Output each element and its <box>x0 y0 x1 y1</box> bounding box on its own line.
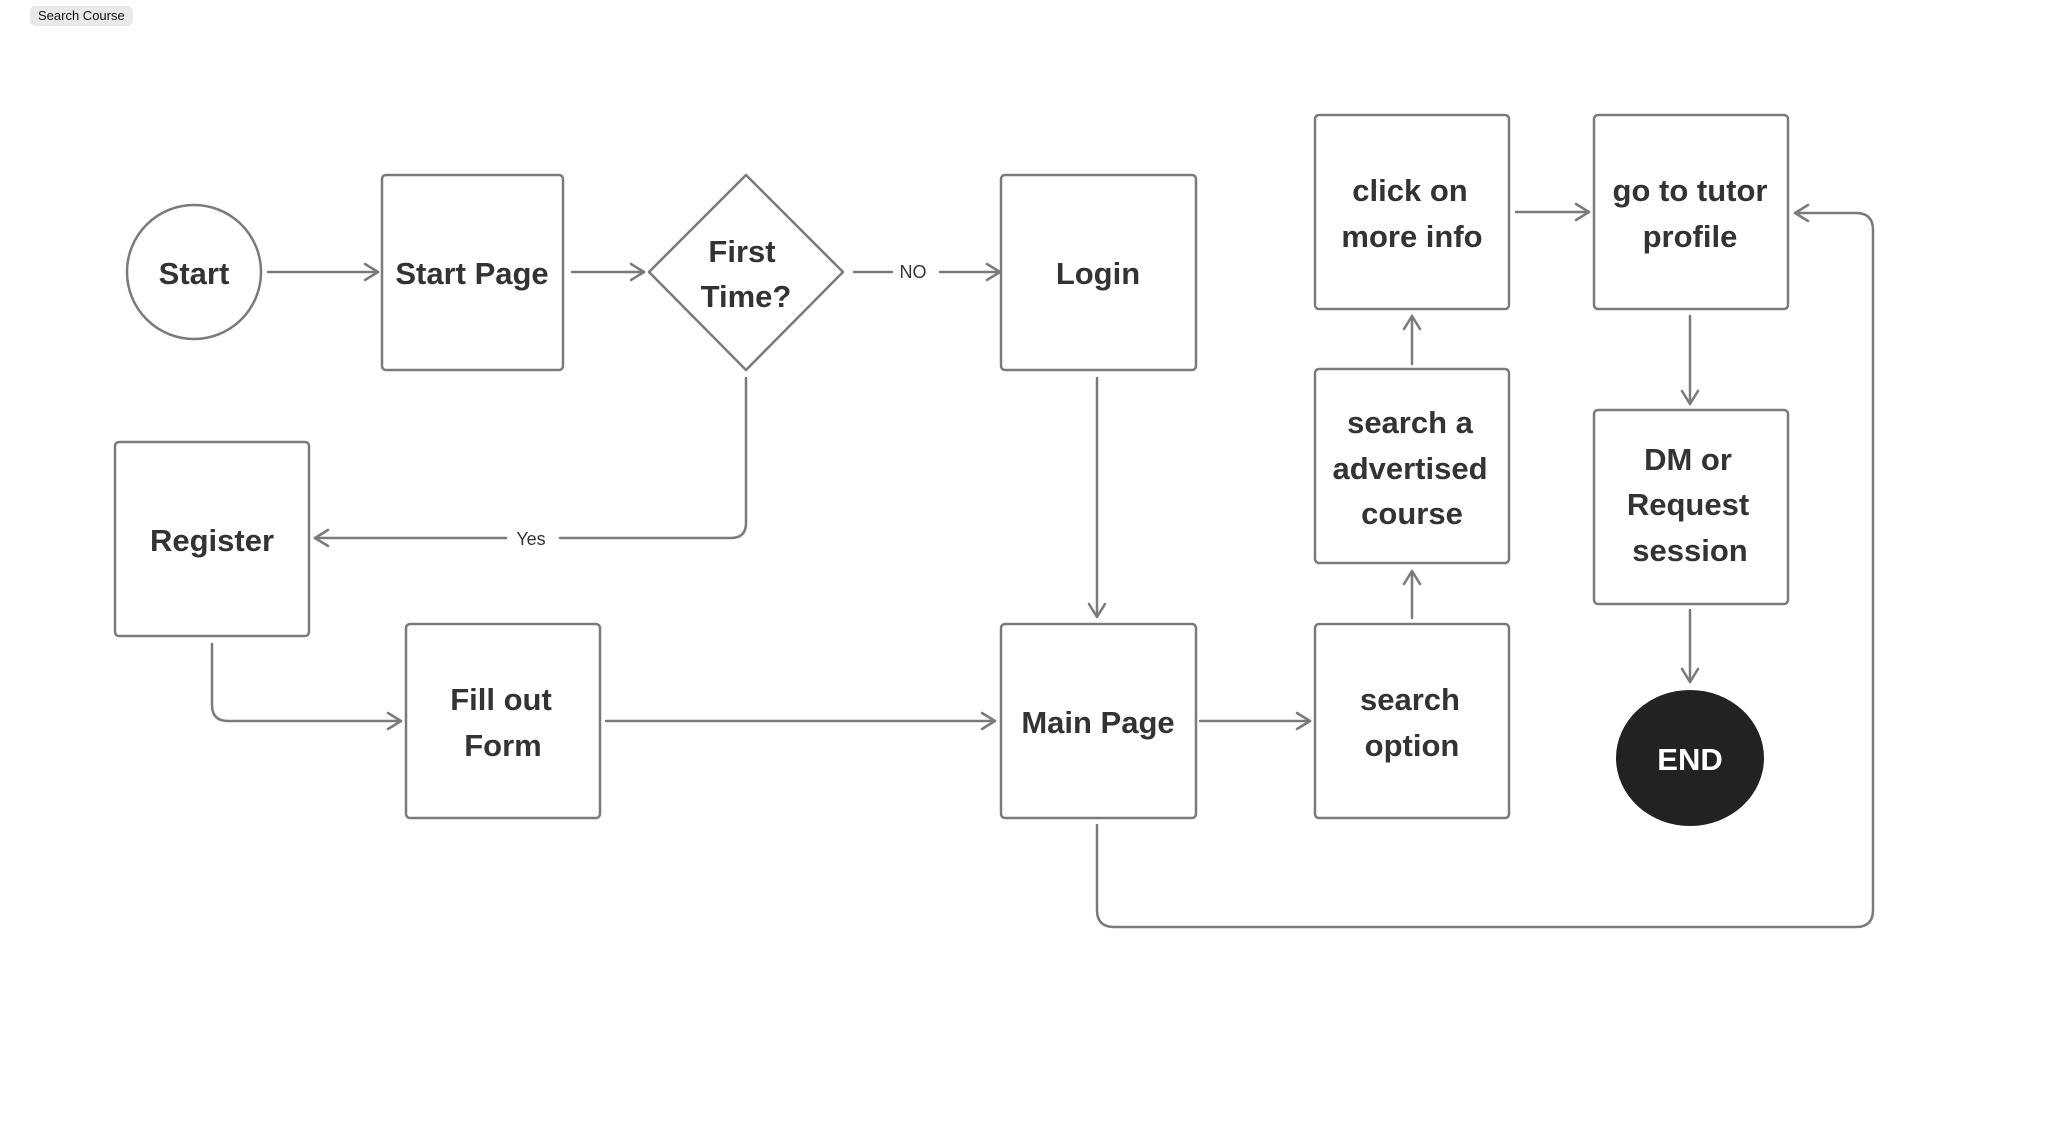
edge-label-yes: Yes <box>516 529 545 549</box>
node-register-label: Register <box>150 523 274 558</box>
node-start-label: Start <box>159 256 230 291</box>
node-login[interactable]: Login <box>999 173 1198 372</box>
node-main-page-label: Main Page <box>1021 705 1174 740</box>
register-box <box>113 440 311 638</box>
node-search-course-label-3: course <box>1361 496 1463 531</box>
node-tutor-profile-label-1: go to tutor <box>1613 173 1768 208</box>
node-search-course-label-2: advertised <box>1332 451 1487 486</box>
node-dm-request[interactable]: DM or Request session <box>1592 408 1790 606</box>
node-search-option-label-1: search <box>1360 682 1460 717</box>
search-course-box <box>1313 367 1511 565</box>
edge-label-no: NO <box>900 262 927 282</box>
dm-request-box <box>1592 408 1790 606</box>
node-more-info-label-1: click on <box>1352 173 1467 208</box>
node-register[interactable]: Register <box>113 440 311 638</box>
node-first-time[interactable]: First Time? <box>647 173 845 372</box>
fill-form-box <box>404 622 602 820</box>
start-circle <box>125 203 263 341</box>
node-search-option[interactable]: search option <box>1313 622 1511 820</box>
node-fill-form-label-1: Fill out <box>450 682 552 717</box>
node-tutor-profile-label-2: profile <box>1643 219 1738 254</box>
node-dm-request-label-2: Request <box>1627 487 1749 522</box>
edge-main-page-to-tutor-profile <box>1095 203 1875 929</box>
node-start[interactable]: Start <box>125 203 263 341</box>
more-info-box <box>1313 113 1511 311</box>
node-start-page-label: Start Page <box>395 256 548 291</box>
node-fill-form[interactable]: Fill out Form <box>404 622 602 820</box>
search-course-button[interactable]: Search Course <box>30 6 133 26</box>
node-first-time-label-1: First <box>708 234 775 269</box>
edges: NO Yes <box>210 202 1875 929</box>
search-option-box <box>1313 622 1511 820</box>
node-more-info-label-2: more info <box>1341 219 1482 254</box>
node-search-option-label-2: option <box>1365 728 1460 763</box>
node-fill-form-label-2: Form <box>464 728 542 763</box>
node-end[interactable]: END <box>1616 690 1764 826</box>
first-time-diamond <box>647 173 845 372</box>
node-tutor-profile[interactable]: go to tutor profile <box>1592 113 1790 311</box>
start-page-box <box>380 173 565 372</box>
node-start-page[interactable]: Start Page <box>380 173 565 372</box>
login-box <box>999 173 1198 372</box>
node-first-time-label-2: Time? <box>701 279 792 314</box>
node-end-label: END <box>1657 742 1722 777</box>
node-dm-request-label-1: DM or <box>1644 442 1732 477</box>
tutor-profile-box <box>1592 113 1790 311</box>
main-page-box <box>999 622 1198 820</box>
node-dm-request-label-3: session <box>1632 533 1747 568</box>
edge-first-time-to-register-part1 <box>558 376 748 540</box>
edge-register-to-fill-form <box>210 642 403 731</box>
node-login-label: Login <box>1056 256 1140 291</box>
node-search-course-label-1: search a <box>1347 405 1474 440</box>
node-search-course[interactable]: search a advertised course <box>1313 367 1511 565</box>
node-more-info[interactable]: click on more info <box>1313 113 1511 311</box>
node-main-page[interactable]: Main Page <box>999 622 1198 820</box>
end-ellipse <box>1616 690 1764 826</box>
